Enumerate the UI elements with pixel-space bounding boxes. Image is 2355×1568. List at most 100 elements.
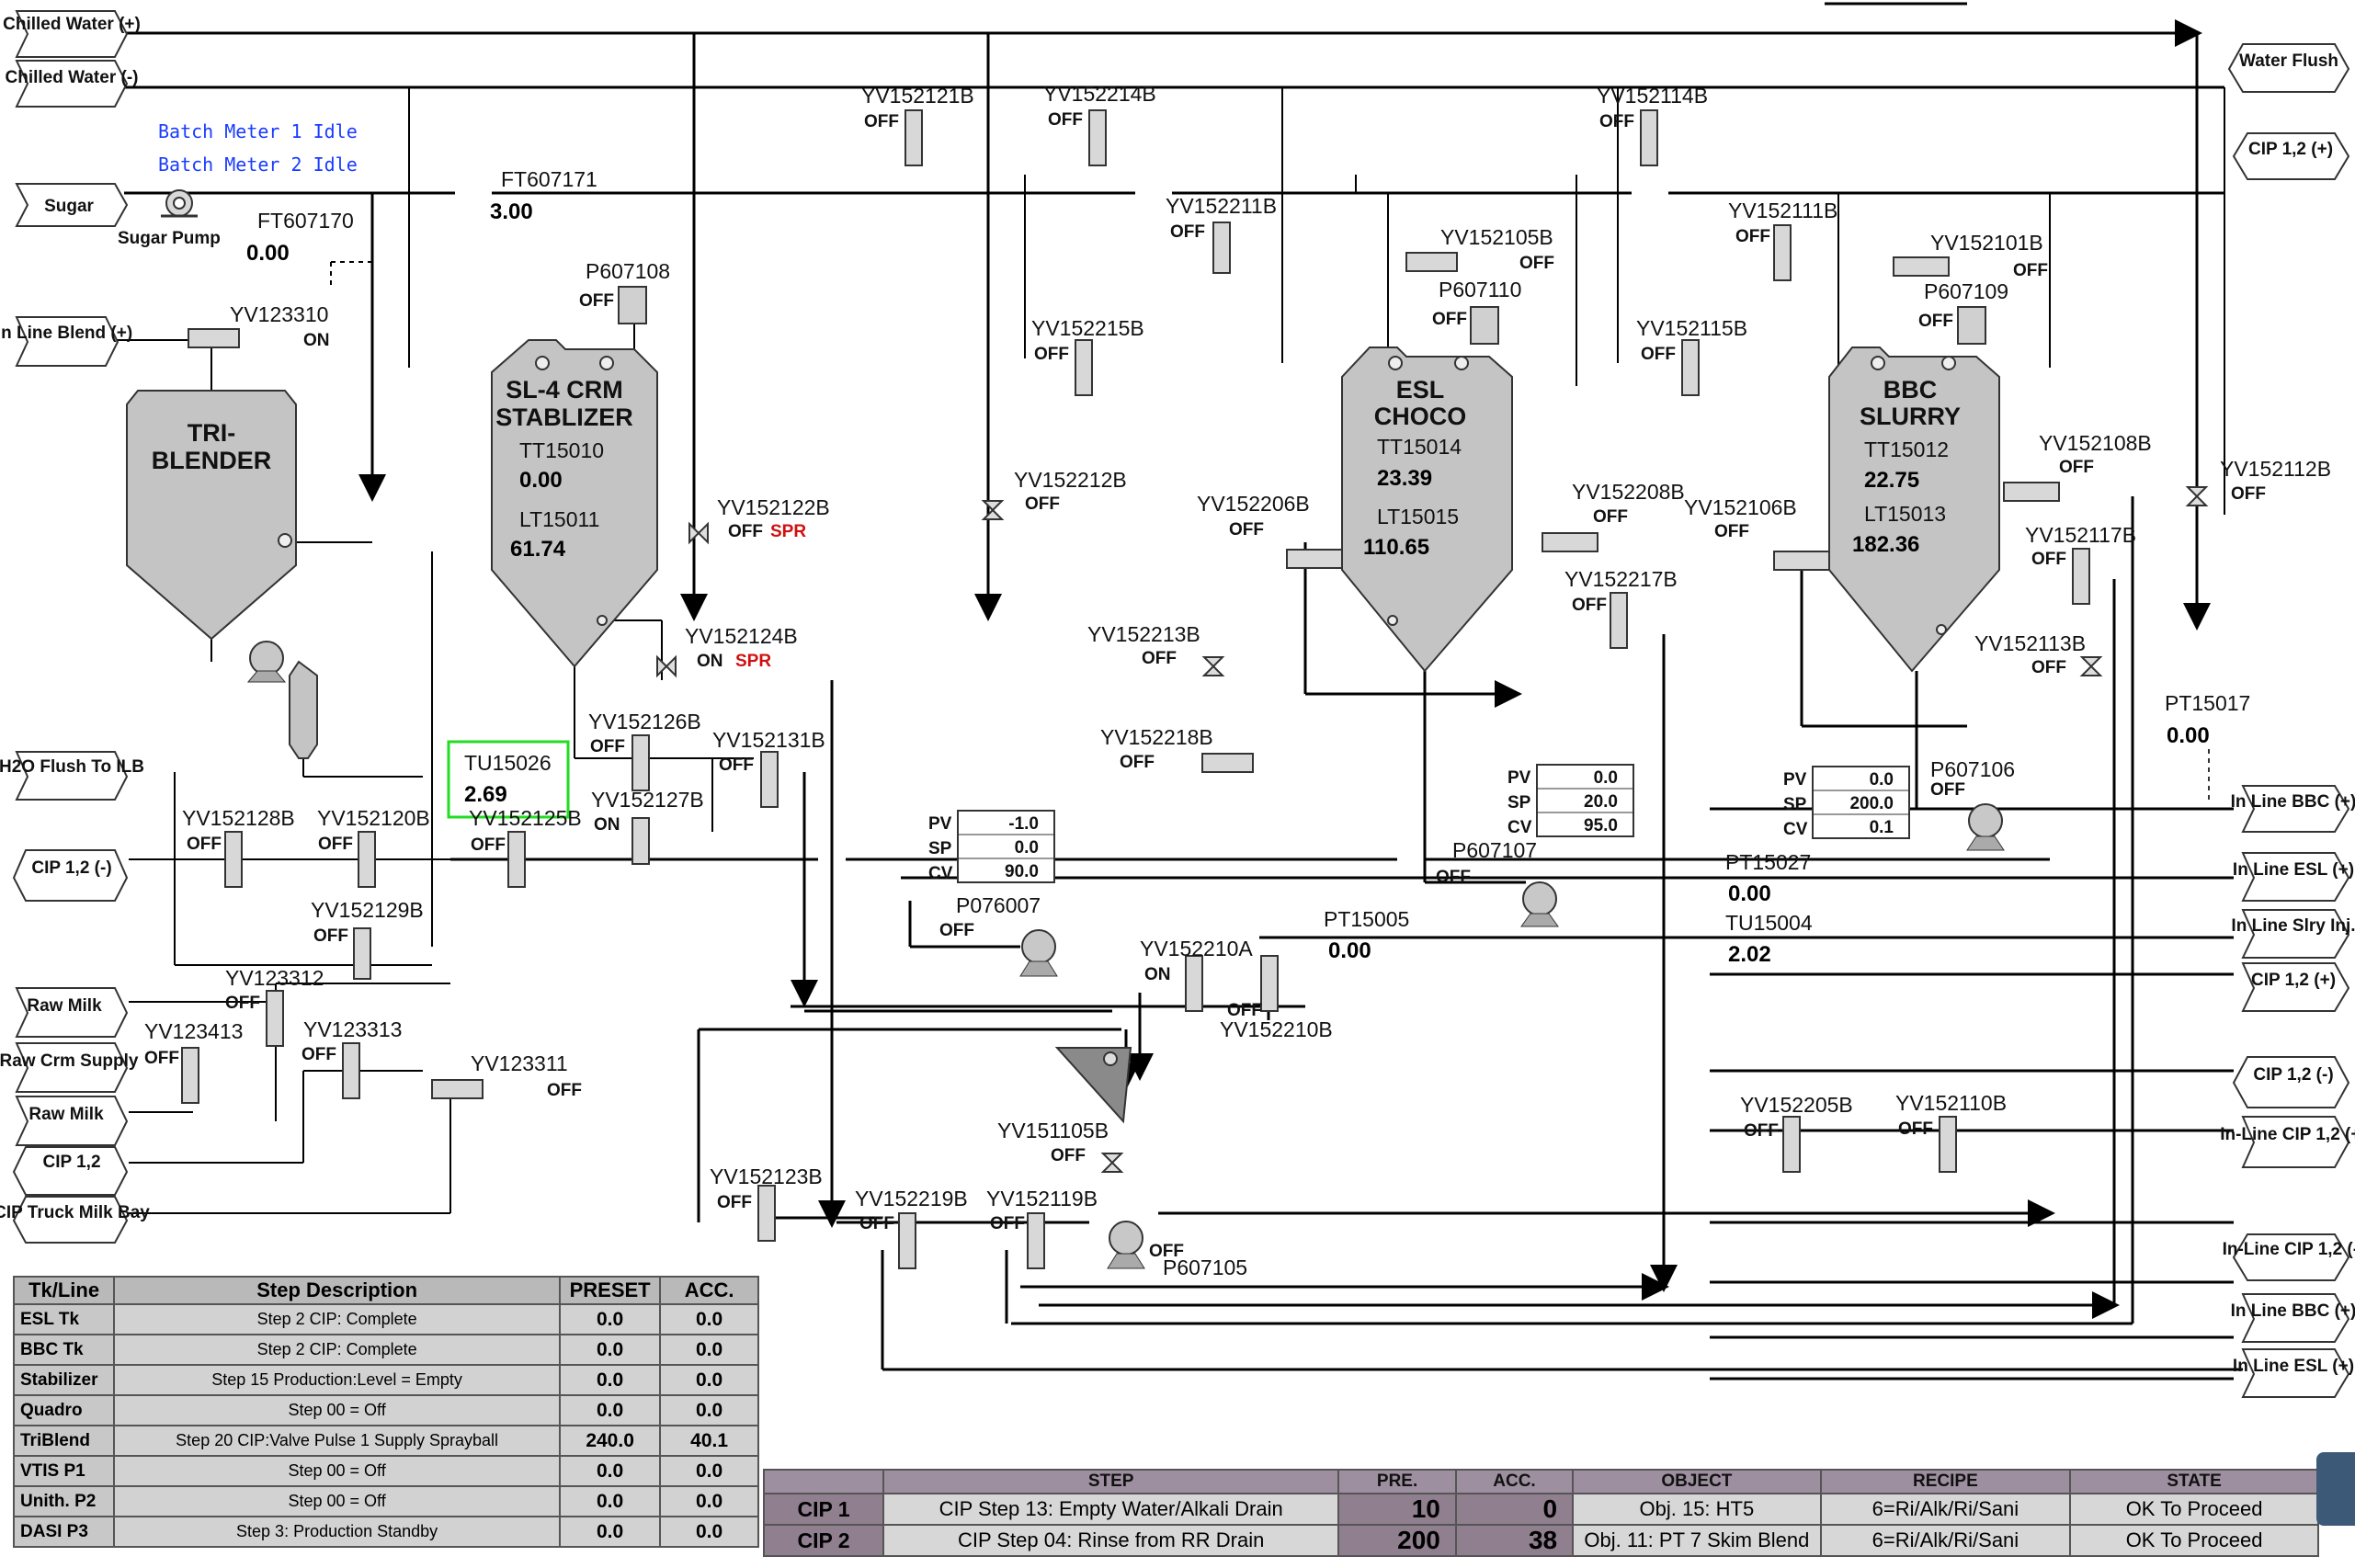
pump-p607108-motor-icon[interactable] (618, 286, 647, 324)
conn-inline-slry[interactable]: In Line Slry Inj. (2231, 916, 2355, 936)
controller-1[interactable]: PV SP CV -1.0 0.0 90.0 (928, 810, 1055, 883)
conn-cip12-minus-b[interactable]: CIP 1,2 (-) (2253, 1065, 2333, 1085)
conn-cip12-plus-b[interactable]: CIP 1,2 (+) (2251, 971, 2336, 990)
conn-inline-bbc-plus[interactable]: In Line BBC (+) (2231, 792, 2355, 812)
conn-inline-cip-plus[interactable]: In-Line CIP 1,2 (+) (2220, 1125, 2355, 1144)
instrument-ft607171[interactable]: FT607171 3.00 (490, 167, 597, 224)
pump-p076007-icon[interactable] (1019, 929, 1058, 977)
conn-inline-blend[interactable]: In Line Blend (+) (0, 324, 132, 343)
cv-value: 90.0 (1005, 862, 1039, 881)
instrument-pt15027[interactable]: PT15027 0.00 (1725, 850, 1811, 906)
instrument-pt15005[interactable]: PT15005 0.00 (1324, 907, 1409, 963)
instrument-ft607170[interactable]: FT607170 0.00 (246, 209, 354, 266)
controller-2[interactable]: PV SP CV 0.0 20.0 95.0 (1507, 764, 1634, 837)
bbc-vessel[interactable]: BBC SLURRY TT15012 22.75 LT15013 182.36 (1828, 347, 2000, 673)
instrument-tu15004[interactable]: TU15004 2.02 (1725, 911, 1813, 967)
conn-sugar[interactable]: Sugar (44, 197, 94, 216)
pump-p607109-motor-icon[interactable] (1957, 306, 1986, 345)
sugar-pump-icon[interactable] (161, 189, 198, 218)
conn-chilled-water-plus[interactable]: Chilled Water (+) (3, 15, 141, 34)
pump-icon[interactable] (246, 641, 287, 683)
instrument-tu15026[interactable]: TU15026 2.69 (464, 751, 552, 807)
conn-raw-milk-1[interactable]: Raw Milk (27, 996, 102, 1016)
table-row[interactable]: CIP 2 CIP Step 04: Rinse from RR Drain 2… (762, 1524, 2319, 1557)
tri-blender-vessel[interactable]: TRI- BLENDER (126, 390, 297, 641)
pump-p607110-motor-icon[interactable] (1470, 306, 1499, 345)
nav-corner-button[interactable] (2316, 1452, 2355, 1526)
instrument-pt15017[interactable]: PT15017 0.00 (2165, 691, 2250, 800)
conn-cip12-minus[interactable]: CIP 1,2 (-) (31, 858, 111, 878)
conn-cip12-plus[interactable]: CIP 1,2 (+) (2248, 140, 2333, 159)
pump-p607107-icon[interactable] (1520, 881, 1559, 927)
conn-water-flush[interactable]: Water Flush (2239, 51, 2338, 71)
pump-p607105-icon[interactable] (1107, 1221, 1145, 1269)
controller-3[interactable]: PV SP CV 0.0 200.0 0.1 (1783, 766, 1910, 839)
conn-raw-milk-2[interactable]: Raw Milk (28, 1105, 104, 1124)
stabilizer-vessel[interactable]: SL-4 CRM STABLIZER TT15010 0.00 LT15011 … (491, 339, 658, 668)
conn-inline-cip-minus[interactable]: In-Line CIP 1,2 (-) (2223, 1240, 2355, 1259)
esl-vessel[interactable]: ESL CHOCO TT15014 23.39 LT15015 110.65 (1341, 347, 1513, 673)
feed-hopper[interactable] (1054, 1047, 1132, 1124)
pump-p607106-icon[interactable] (1966, 803, 2005, 851)
conn-inline-esl-plus-b[interactable]: In Line ESL (+) (2233, 1357, 2354, 1376)
conn-cip-truck[interactable]: CIP Truck Milk Bay (0, 1203, 150, 1222)
conn-raw-crm-supply[interactable]: Raw Crm Supply (0, 1051, 139, 1071)
conn-inline-bbc-plus-b[interactable]: In Line BBC (+) (2231, 1301, 2355, 1321)
conn-cip12[interactable]: CIP 1,2 (42, 1153, 100, 1172)
conn-inline-esl-plus[interactable]: In Line ESL (+) (2233, 860, 2354, 880)
conn-chilled-water-minus[interactable]: Chilled Water (-) (6, 68, 139, 87)
conn-h2o-flush[interactable]: H2O Flush To ILB (0, 757, 144, 777)
table-row[interactable]: CIP 1 CIP Step 13: Empty Water/Alkali Dr… (762, 1493, 2319, 1526)
